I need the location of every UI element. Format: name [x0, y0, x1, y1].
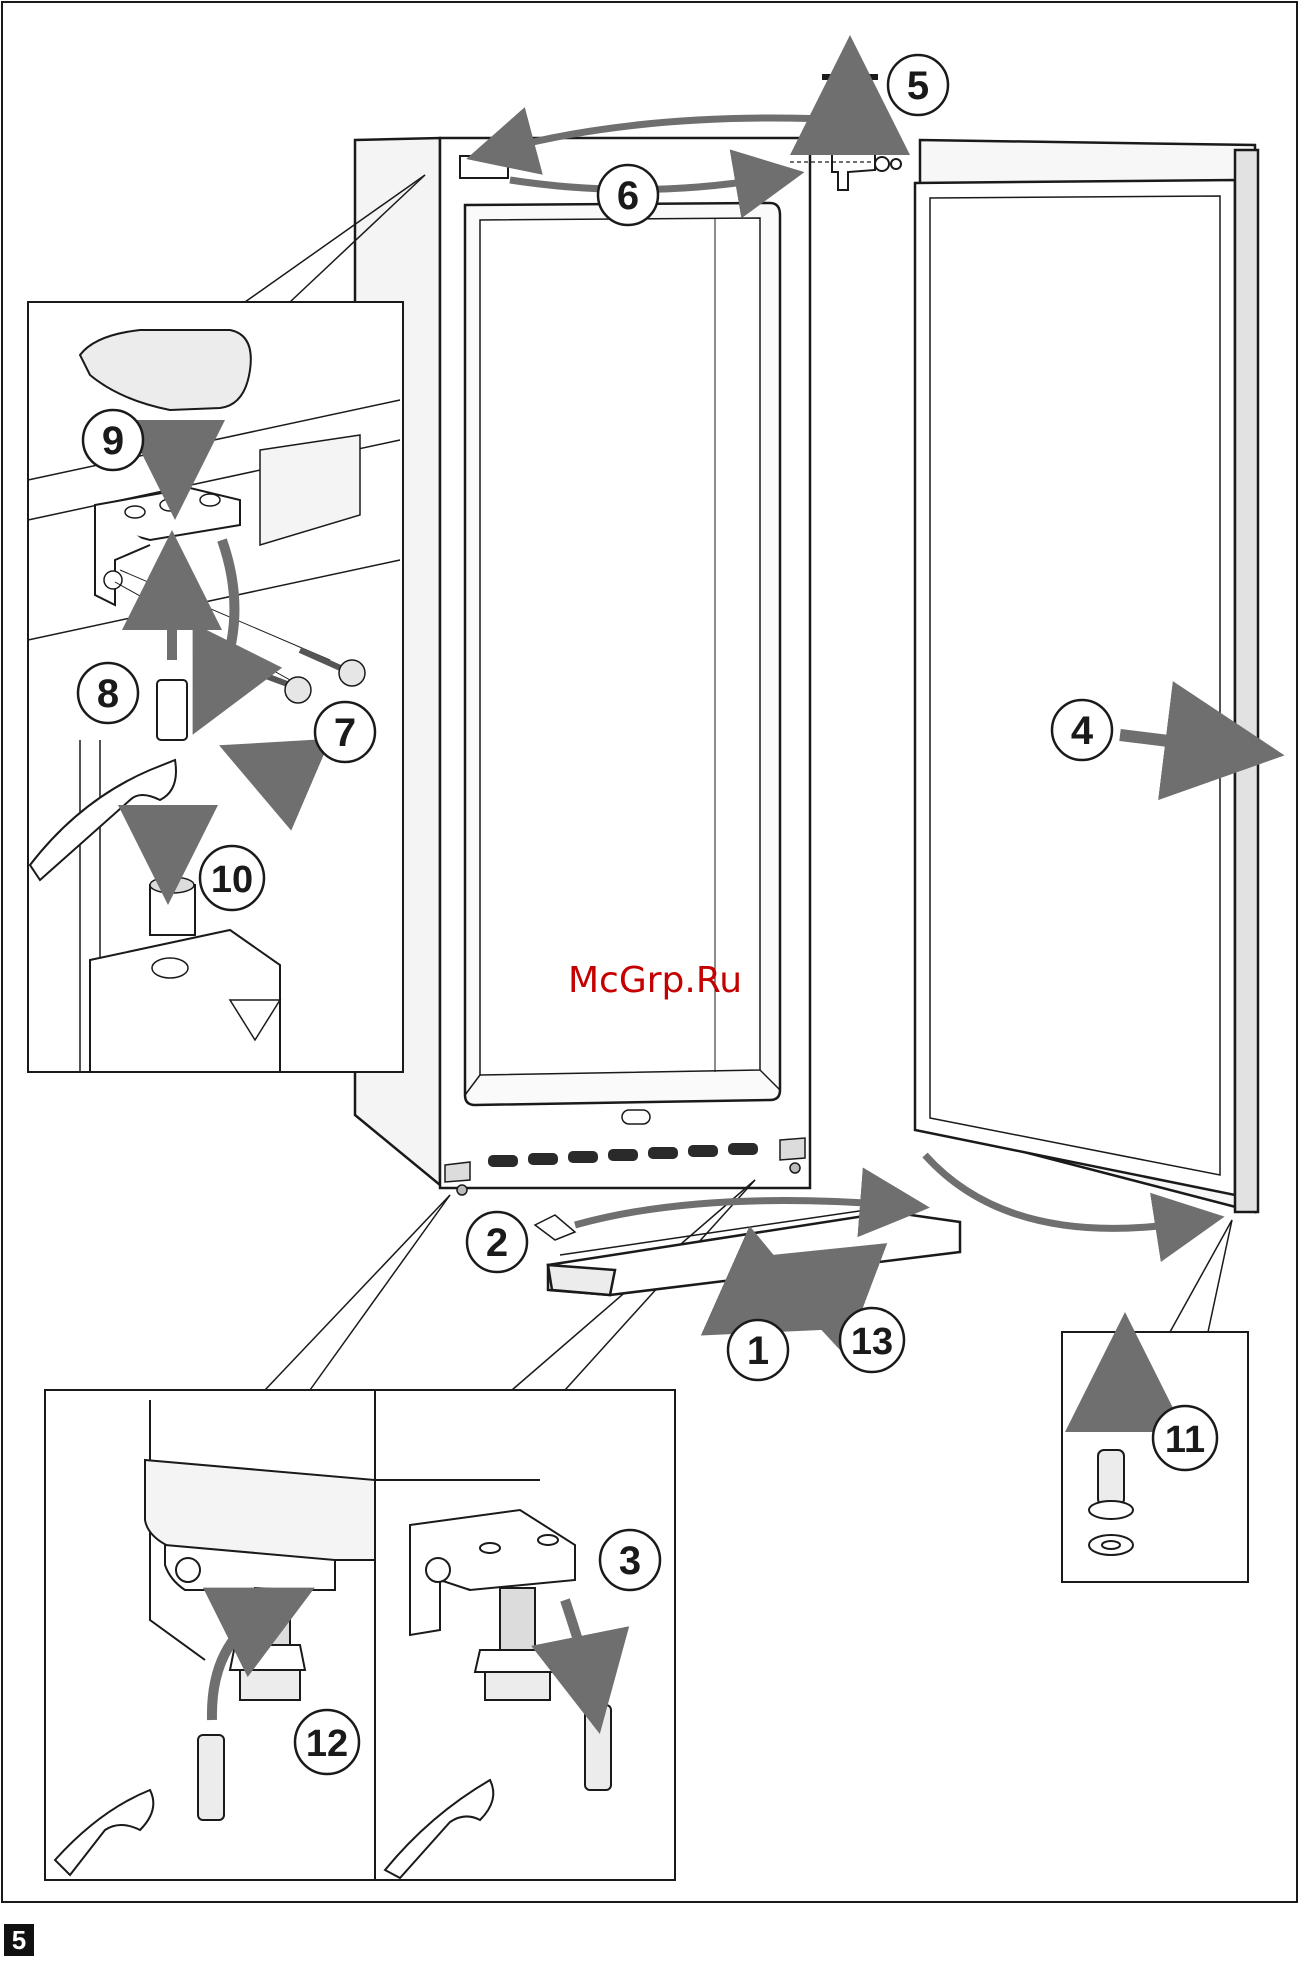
step-1: 1: [728, 1320, 788, 1380]
step-8: 8: [78, 663, 138, 723]
step-3: 3: [600, 1530, 660, 1590]
fridge-door: [915, 140, 1258, 1212]
svg-text:11: 11: [1165, 1419, 1205, 1461]
step-5: 5: [888, 55, 948, 115]
svg-text:2: 2: [486, 1221, 508, 1265]
svg-text:12: 12: [306, 1723, 348, 1765]
svg-text:7: 7: [334, 711, 356, 755]
watermark-text: McGrp.Ru: [568, 960, 742, 1001]
svg-text:4: 4: [1071, 709, 1094, 753]
inset-door-pin: [1062, 1332, 1248, 1582]
svg-text:9: 9: [102, 419, 124, 463]
step-4: 4: [1052, 700, 1112, 760]
svg-text:8: 8: [97, 672, 119, 716]
step-6: 6: [598, 165, 658, 225]
inset-bottom-hinge-install: [45, 1390, 375, 1880]
svg-text:3: 3: [619, 1539, 641, 1583]
step-12: 12: [295, 1710, 359, 1774]
svg-text:6: 6: [617, 174, 639, 218]
page-number-badge: 5: [4, 1924, 34, 1956]
inset-bottom-hinge-remove: [375, 1390, 675, 1880]
svg-text:10: 10: [211, 859, 253, 901]
svg-text:13: 13: [851, 1321, 893, 1363]
step-13: 13: [840, 1308, 904, 1372]
step-9: 9: [83, 410, 143, 470]
hinge-cover-cap: [822, 74, 878, 80]
step-2: 2: [467, 1212, 527, 1272]
svg-text:5: 5: [907, 64, 929, 108]
fridge-cabinet: [355, 138, 810, 1195]
step-10: 10: [200, 846, 264, 910]
step-11: 11: [1153, 1406, 1217, 1470]
svg-text:1: 1: [747, 1329, 769, 1373]
step-7: 7: [315, 702, 375, 762]
